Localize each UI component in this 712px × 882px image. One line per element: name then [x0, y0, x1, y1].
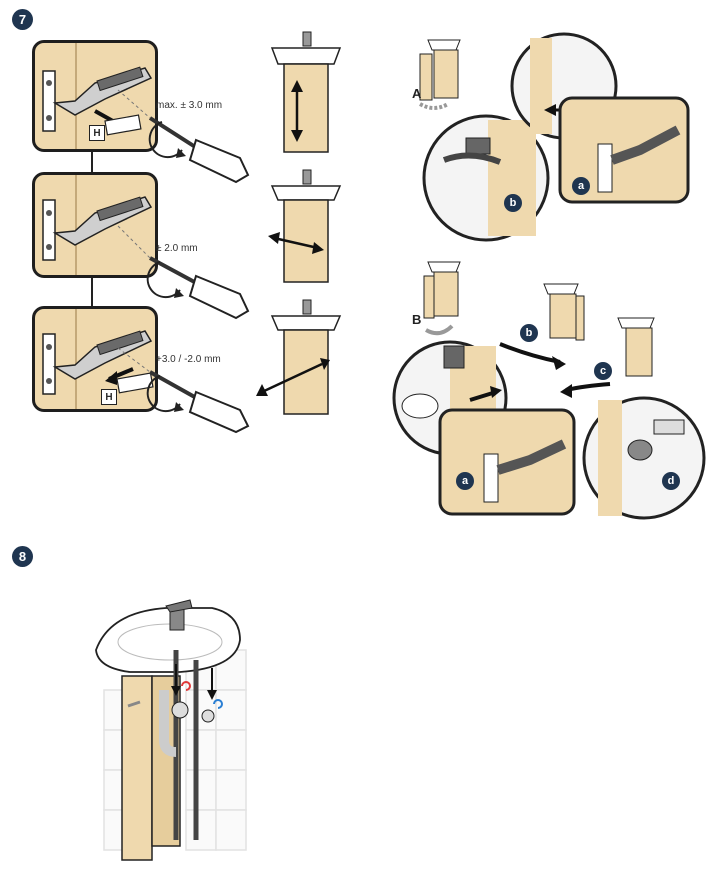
siphon [159, 690, 177, 757]
vanity-unit-diagonal [256, 299, 342, 415]
vanity-body [151, 675, 181, 847]
basin-bowl [117, 623, 223, 661]
hot-indicator-icon [181, 681, 191, 691]
detail-panel-a-bottom [438, 408, 576, 516]
vanity-unit-vertical [270, 31, 342, 153]
arrow-label-a: A [412, 86, 422, 101]
detail-badge-b-top: b [504, 194, 522, 212]
wall-tiles [103, 649, 247, 851]
detail-badge-a-bottom: a [456, 472, 474, 490]
adjustment-label-1: max. ± 3.0 mm [156, 100, 223, 111]
tap-icon [169, 605, 185, 631]
hot-valve [171, 701, 189, 719]
hinge-cover-tag: H [89, 125, 105, 141]
detail-badge-d: d [662, 472, 680, 490]
detail-circle-b-top [422, 114, 550, 242]
arrow-label-b: B [412, 312, 422, 327]
detail-badge-a-top: a [572, 177, 590, 195]
cold-flow-arrow [207, 668, 217, 700]
cabinet-door-removal [419, 39, 461, 110]
cold-valve [201, 709, 215, 723]
cabinet-door-closed [560, 317, 655, 398]
cold-indicator-icon [213, 699, 223, 709]
cabinet-seam [75, 43, 77, 149]
vanity-door [121, 675, 153, 861]
hinge-illustration [42, 196, 153, 261]
detail-badge-c: c [594, 362, 612, 380]
hinge-illustration [42, 66, 153, 136]
step-8-badge: 8 [12, 546, 33, 567]
adjustment-label-2: ± 2.0 mm [156, 243, 198, 254]
cabinet-seam [75, 175, 77, 275]
cabinet-door-install [423, 261, 461, 336]
step-7-badge: 7 [12, 9, 33, 30]
hinge-cover-tag: H [101, 389, 117, 405]
hinge-panel-2 [32, 172, 158, 278]
detail-circle-d [582, 396, 706, 520]
cabinet-seam [75, 309, 77, 409]
detail-circle-install-left [392, 340, 508, 456]
hinge-panel-3: H [32, 306, 158, 412]
basin [95, 607, 241, 673]
detail-badge-b-bottom: b [520, 324, 538, 342]
cabinet-door-closing [499, 283, 585, 370]
hinge-panel-1: H [32, 40, 158, 152]
hot-flow-arrow [171, 664, 181, 696]
adjustment-label-3: +3.0 / -2.0 mm [156, 354, 221, 365]
detail-circle-top-right [510, 32, 618, 140]
hinge-illustration [42, 330, 154, 395]
vanity-unit-horizontal [268, 169, 342, 283]
door-handle [127, 700, 141, 708]
